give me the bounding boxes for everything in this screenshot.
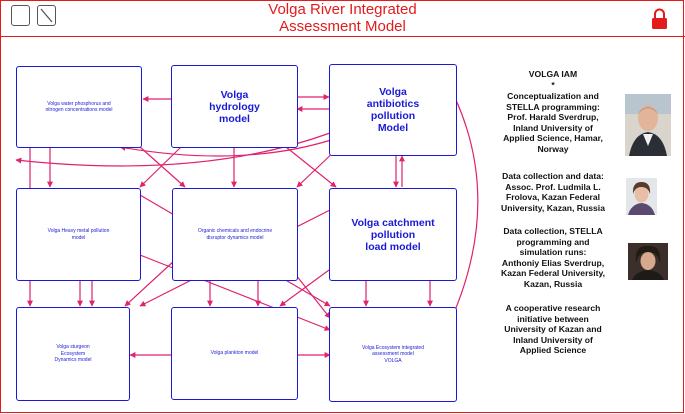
lock-icon[interactable] xyxy=(651,8,668,30)
hydrology-model-box[interactable]: Volga hydrology model xyxy=(171,65,298,148)
portrait-photo-ludmila-frolova xyxy=(626,178,657,215)
arrow-antibiotics-phosphorus xyxy=(119,139,332,157)
window-icon[interactable] xyxy=(11,5,30,26)
phosphorus-nitrogen-model-box[interactable]: Volga water phosphorus and nitrogen conc… xyxy=(16,66,142,148)
credits-simulation: Data collection, STELLA programming and … xyxy=(501,226,605,289)
portrait-photo-harald-sverdrup xyxy=(625,94,671,156)
diagonal-line-icon xyxy=(40,8,53,23)
antibiotics-pollution-model-box[interactable]: Volga antibiotics pollution Model xyxy=(329,64,457,156)
title-bar: Volga River Integrated Assessment Model xyxy=(0,0,685,37)
page-title: Volga River Integrated Assessment Model xyxy=(268,1,417,35)
credits-cooperation: A cooperative research initiative betwee… xyxy=(504,303,602,356)
arrow-organic-ecosystem xyxy=(291,269,331,319)
catchment-pollution-load-model-box[interactable]: Volga catchment pollution load model xyxy=(329,188,457,281)
credits-conceptualization: Conceptualization and STELLA programming… xyxy=(503,91,603,154)
arrow-phosphorus-organic xyxy=(139,146,186,188)
expand-icon[interactable] xyxy=(37,5,56,26)
arrow-organic-sturgeon xyxy=(124,259,176,307)
credits-heading: VOLGA IAM * xyxy=(528,69,578,90)
arrow-catchment-plankton xyxy=(279,269,330,307)
heavy-metal-pollution-model-box[interactable]: Volga Heavy metal pollution model xyxy=(16,188,141,281)
sturgeon-ecosystem-model-box[interactable]: Volga sturgeon Ecosystem Dynamics model xyxy=(16,307,130,401)
plankton-model-box[interactable]: Volga plankton model xyxy=(171,307,298,400)
credits-data-collection: Data collection and data: Assoc. Prof. L… xyxy=(501,171,605,213)
arrow-antibiotics-ecosystem xyxy=(443,99,479,336)
ecosystem-integrated-assessment-model-box[interactable]: Volga Ecosystem integrated assessment mo… xyxy=(329,307,457,402)
arrow-hydrology-catchment xyxy=(285,146,337,188)
arrow-heavymetal-ecosystem xyxy=(139,254,331,331)
portrait-photo-anthoniy-sverdrup xyxy=(628,243,668,280)
organic-chemicals-model-box[interactable]: Organic chemicals and endocrine disrupto… xyxy=(172,188,298,281)
